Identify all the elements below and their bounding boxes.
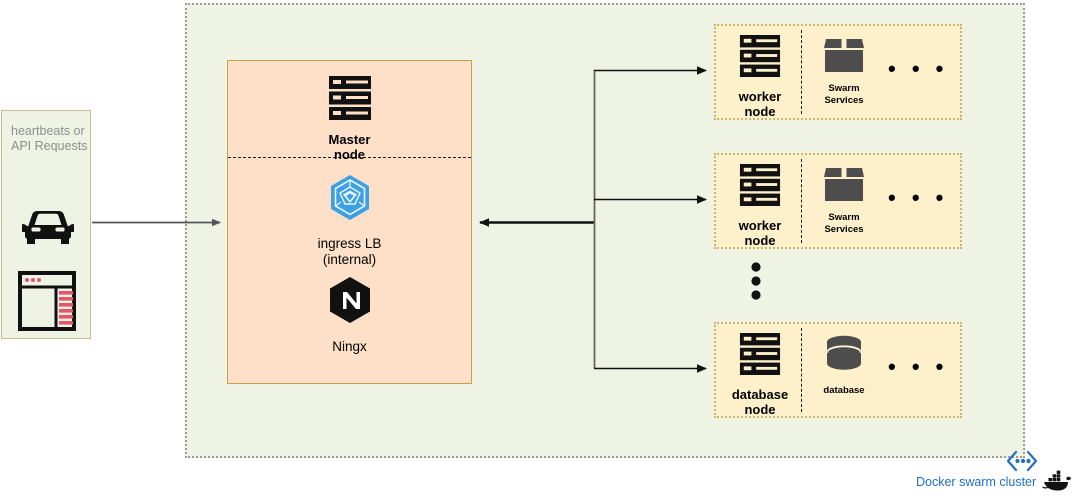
nginx-hexagon-icon [329,277,370,323]
node-box-divider [801,159,802,243]
cluster-footer-label: Docker swarm cluster [916,475,1037,489]
swarm-services-label: Swarm Services [824,83,864,106]
worker-node-label: worker node [738,89,782,119]
database-label: database [823,385,865,396]
more-services-ellipsis: • • • [888,185,949,210]
master-node-box: Master node ingress LB (internal) Ningx [227,60,472,384]
traefik-hexagon-icon [330,175,369,220]
master-node-cell: Master node [228,75,471,162]
worker-node-box-2: worker node Swarm Services • • • [714,153,962,249]
worker-node-cell: worker node [720,34,800,119]
cluster-chevron-icon [1004,449,1040,473]
master-box-divider [228,157,471,158]
server-rack-icon [328,76,371,120]
car-icon [20,205,76,249]
database-service-cell: database [806,334,882,397]
master-node-label: Master node [328,132,371,162]
more-services-ellipsis: • • • [888,56,949,81]
database-cylinder-icon [826,335,862,370]
nginx-cell: Ningx [228,276,471,355]
worker-node-box-1: worker node Swarm Services • • • [714,24,962,120]
ingress-lb-cell: ingress LB (internal) [228,173,471,268]
server-rack-icon [739,333,781,375]
server-rack-icon [739,164,781,206]
client-caption: heartbeats or API Requests [11,124,88,153]
server-rack-icon [739,35,781,77]
nginx-label: Ningx [332,339,367,354]
database-node-cell: database node [720,332,800,417]
package-box-icon [824,168,864,201]
swarm-services-cell: Swarm Services [806,36,882,106]
swarm-services-label: Swarm Services [824,212,864,235]
database-node-box: database node database • • • [714,322,962,418]
ingress-lb-label: ingress LB (internal) [317,236,382,267]
worker-node-cell: worker node [720,163,800,248]
browser-window-icon [18,271,76,331]
package-box-icon [824,39,864,72]
more-databases-ellipsis: • • • [888,354,949,379]
swarm-services-cell: Swarm Services [806,165,882,235]
node-box-divider [801,30,802,114]
more-nodes-ellipsis-icon [747,262,765,300]
client-requests-box: heartbeats or API Requests [1,110,91,339]
node-box-divider [801,328,802,412]
docker-whale-icon [1042,468,1072,492]
worker-node-label: worker node [738,218,782,248]
database-node-label: database node [731,387,789,417]
